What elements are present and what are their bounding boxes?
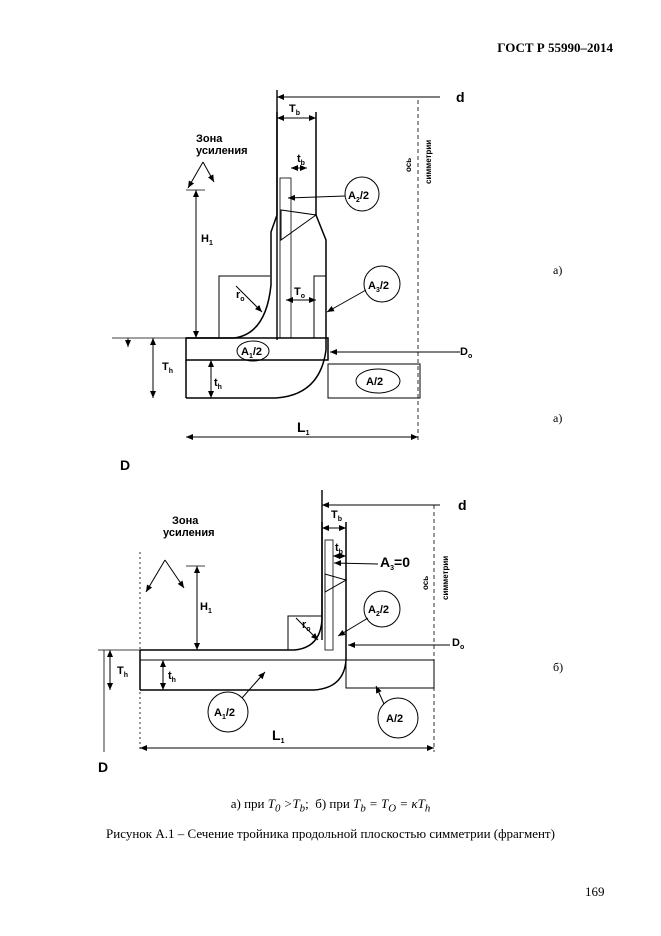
- zone-label-b-2: усиления: [163, 527, 215, 539]
- axis-label-b-1: ось: [421, 576, 430, 590]
- d-label-a: d: [456, 89, 465, 105]
- header-wall-a: [185, 337, 329, 361]
- A1-label-b: A1/2: [214, 707, 235, 721]
- figure-b: [98, 490, 450, 752]
- ro-label-b: ro: [302, 619, 311, 633]
- tb-label-a: tb: [297, 153, 305, 167]
- Tb-label-b: Tb: [331, 509, 342, 523]
- side-label-b: б): [553, 660, 564, 674]
- A3eq-label-b: A3=0: [380, 554, 410, 572]
- A3-label-a: A3/2: [368, 280, 389, 294]
- A-label-a: A/2: [366, 376, 383, 388]
- D-label-a: D: [120, 457, 130, 473]
- side-label-a: а): [553, 263, 563, 277]
- th-label-b: th: [168, 670, 176, 684]
- To-label-a: To: [294, 286, 305, 300]
- figure-a: [112, 90, 460, 440]
- axis-label-a-2: симметрии: [424, 140, 433, 184]
- Tb-label-a: Tb: [289, 103, 300, 117]
- Th-label-b: Th: [117, 665, 128, 679]
- axis-label-a-1: ось: [404, 158, 413, 172]
- Do-label-b: Do: [452, 637, 464, 651]
- A-label-b: A/2: [386, 713, 403, 725]
- ro-label-a: ro: [236, 289, 245, 303]
- H1-label-a: H1: [201, 233, 213, 247]
- d-label-b: d: [458, 497, 467, 513]
- A1-label-a: A1/2: [241, 346, 262, 360]
- figure-caption: Рисунок А.1 – Сечение тройника продольно…: [106, 826, 555, 841]
- side-label-a-2: а): [553, 411, 563, 425]
- zone-label-a-2: усиления: [196, 145, 248, 157]
- th-label-a: th: [214, 377, 222, 391]
- page-number: 169: [585, 884, 605, 899]
- zone-label-b-1: Зона: [172, 515, 199, 527]
- document-header: ГОСТ Р 55990–2014: [497, 40, 613, 55]
- D-label-b: D: [98, 759, 108, 775]
- Do-label-a: Do: [460, 346, 472, 360]
- L1-label-a: L1: [297, 419, 310, 437]
- L1-label-b: L1: [272, 727, 285, 745]
- tb-label-b: tb: [335, 542, 343, 556]
- Th-label-a: Th: [162, 361, 173, 375]
- A2-label-a: A2/2: [348, 190, 369, 204]
- H1-label-b: H1: [200, 601, 212, 615]
- A2-label-b: A2/2: [368, 604, 389, 618]
- conditions-line: а) при T0 >Tb; б) при Tb = TO = κTh: [230, 796, 431, 815]
- zone-label-a-1: Зона: [196, 133, 223, 145]
- axis-label-b-2: симметрии: [441, 556, 450, 600]
